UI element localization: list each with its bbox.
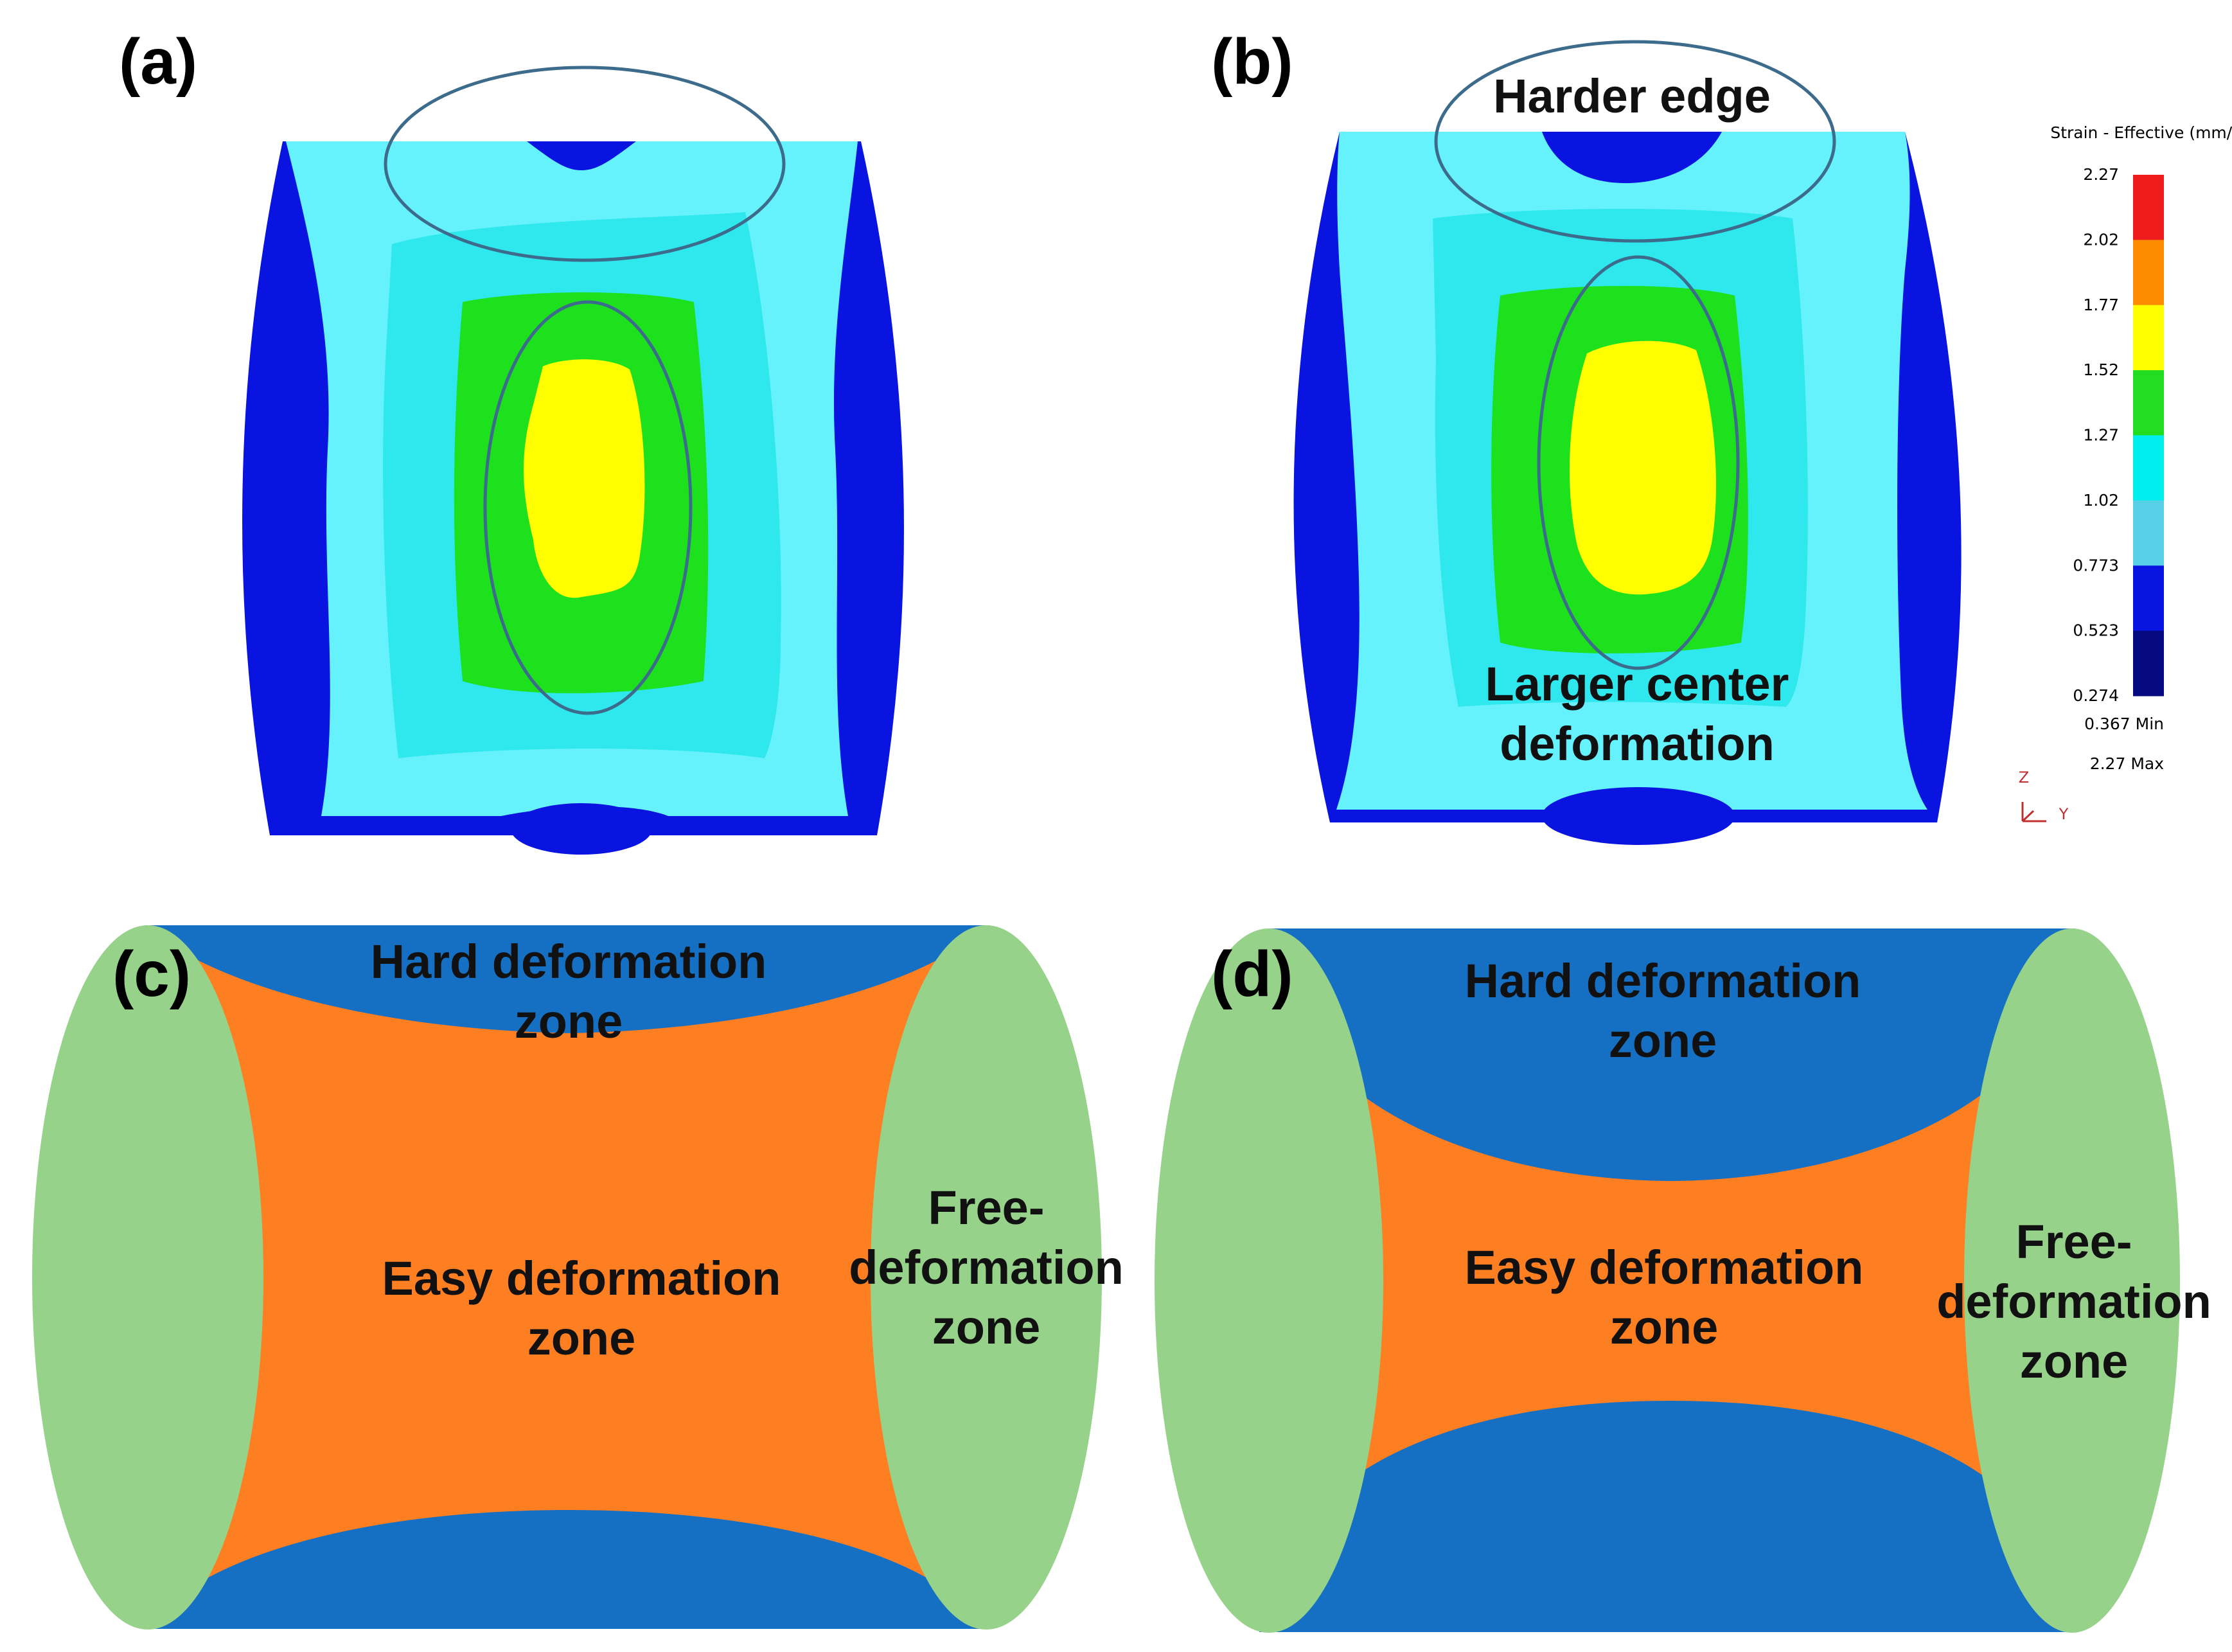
legend-color-segment-6 bbox=[2133, 500, 2164, 566]
panel-d-label: (d) bbox=[1211, 938, 1293, 1010]
panel-c: (c) Hard deformation zone Easy deformati… bbox=[32, 925, 1124, 1630]
panel-a-yellow-zone bbox=[524, 359, 645, 598]
axis-triad-y-label: Y bbox=[2059, 805, 2069, 823]
legend-min-label: 0.367 Min bbox=[2084, 715, 2164, 733]
legend-tick-label-9: 0.274 bbox=[2073, 686, 2119, 705]
panel-d-free-zone-text-line2: deformation bbox=[1936, 1275, 2211, 1328]
legend-tick-label-8: 0.523 bbox=[2073, 621, 2119, 640]
panel-d: (d) Hard deformation zone Easy deformati… bbox=[1155, 928, 2211, 1633]
panel-b-center-annotation-line1: Larger center bbox=[1485, 657, 1789, 711]
panel-c-bottom-hard-zone bbox=[145, 1510, 986, 1629]
panel-d-bottom-hard-zone bbox=[1259, 1401, 2078, 1632]
legend-color-segment-3 bbox=[2133, 305, 2164, 371]
legend-tick-label-3: 1.77 bbox=[2083, 296, 2119, 314]
legend-color-segment-8 bbox=[2133, 630, 2164, 697]
axis-triad-z-label: Z bbox=[2019, 768, 2029, 786]
panel-a-top-highlight-ellipse bbox=[384, 66, 786, 262]
legend-color-segment-2 bbox=[2133, 240, 2164, 306]
legend-title: Strain - Effective (mm/mm) bbox=[2050, 123, 2232, 142]
legend-tick-labels: 2.27 2.02 1.77 1.52 1.27 1.02 0.773 0.523 0.274 bbox=[2073, 165, 2119, 705]
panel-c-top-hard-zone bbox=[145, 925, 986, 1033]
axis-triad-x-diagonal bbox=[2021, 810, 2035, 822]
panel-d-right-free-zone bbox=[1964, 928, 2180, 1633]
panel-c-right-free-zone bbox=[871, 925, 1102, 1630]
panel-c-free-zone-text-line2: deformation bbox=[849, 1241, 1124, 1294]
legend-color-segment-5 bbox=[2133, 435, 2164, 501]
panel-a-label: (a) bbox=[119, 26, 197, 98]
panel-d-hard-zone-text-line2: zone bbox=[1609, 1014, 1717, 1067]
panel-b-bottom-blue-cap bbox=[1542, 787, 1735, 845]
legend-tick-label-7: 0.773 bbox=[2073, 556, 2119, 574]
panel-d-easy-zone-text-line1: Easy deformation bbox=[1465, 1241, 1864, 1294]
strain-legend: Strain - Effective (mm/mm) 2.27 2.02 1.77 1… bbox=[2019, 123, 2232, 823]
legend-tick-label-5: 1.27 bbox=[2083, 426, 2119, 445]
panel-b-yellow-zone bbox=[1570, 341, 1716, 595]
legend-tick-label-2: 2.02 bbox=[2083, 230, 2119, 249]
legend-max-label: 2.27 Max bbox=[2090, 754, 2164, 773]
panel-d-easy-zone-text-line2: zone bbox=[1610, 1301, 1719, 1354]
panel-a-center-highlight-ellipse bbox=[483, 300, 693, 715]
panel-c-free-zone-text-line1: Free- bbox=[928, 1181, 1045, 1234]
panel-a: (a) bbox=[119, 26, 904, 855]
legend-tick-label-1: 2.27 bbox=[2083, 165, 2119, 184]
panel-d-free-zone-text-line1: Free- bbox=[2016, 1215, 2132, 1268]
panel-b: (b) Harder edge Larger center deformatio… bbox=[1211, 26, 1962, 845]
legend-tick-label-4: 1.52 bbox=[2083, 360, 2119, 379]
panel-b-label: (b) bbox=[1211, 26, 1293, 98]
panel-d-top-hard-zone bbox=[1269, 928, 2075, 1181]
panel-a-bottom-blue-cap bbox=[511, 803, 652, 855]
legend-color-segment-1 bbox=[2133, 175, 2164, 240]
legend-color-segment-4 bbox=[2133, 370, 2164, 436]
legend-color-segment-7 bbox=[2133, 565, 2164, 632]
panel-a-top-blue-notch bbox=[527, 141, 636, 170]
legend-tick-label-6: 1.02 bbox=[2083, 491, 2119, 510]
panel-d-hard-zone-text-line1: Hard deformation bbox=[1465, 954, 1861, 1008]
panel-c-label: (c) bbox=[112, 938, 191, 1010]
panel-b-center-highlight-ellipse bbox=[1537, 255, 1740, 670]
panel-c-easy-zone-body bbox=[148, 925, 989, 1629]
axis-triad: Z Y bbox=[2019, 768, 2069, 823]
legend-color-bar bbox=[2133, 175, 2164, 697]
panel-b-harder-edge-annotation: Harder edge bbox=[1493, 69, 1771, 123]
panel-b-center-annotation-line2: deformation bbox=[1500, 717, 1775, 770]
panel-b-top-highlight-ellipse bbox=[1434, 40, 1836, 243]
panel-d-free-zone-text-line3: zone bbox=[2020, 1335, 2129, 1388]
panel-c-hard-zone-text-line2: zone bbox=[515, 995, 623, 1048]
panel-c-easy-zone-text-line2: zone bbox=[527, 1311, 636, 1365]
panel-c-free-zone-text-line3: zone bbox=[932, 1301, 1041, 1354]
panel-c-left-free-zone bbox=[32, 925, 263, 1630]
panel-c-hard-zone-text-line1: Hard deformation bbox=[371, 935, 767, 988]
panel-d-left-free-zone bbox=[1155, 928, 1383, 1633]
panel-c-easy-zone-text-line1: Easy deformation bbox=[382, 1252, 781, 1305]
panel-b-top-blue-notch bbox=[1542, 132, 1722, 183]
